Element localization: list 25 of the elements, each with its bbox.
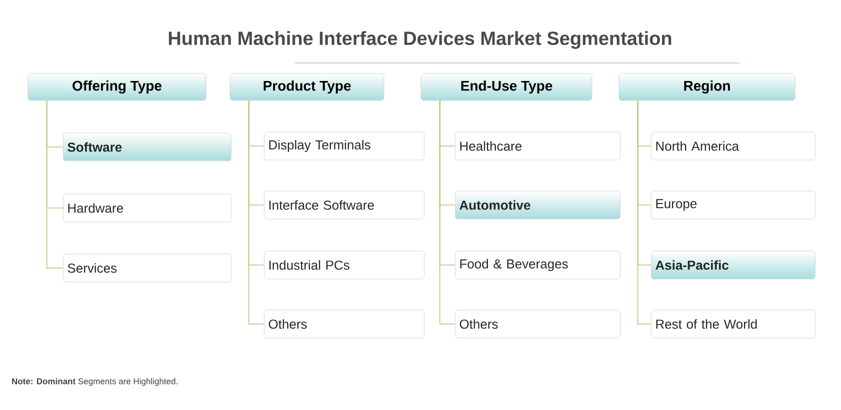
- segment-box: Interface Software: [264, 190, 424, 220]
- title: Human Machine Interface Devices Market Segmentation: [168, 31, 672, 49]
- segment-box: Rest of the World: [651, 310, 816, 338]
- segment-box: Europe: [651, 190, 816, 220]
- category-header: Offering Type: [28, 73, 206, 101]
- tree-connector: [637, 100, 652, 324]
- category-header: Product Type: [230, 73, 384, 101]
- note: Note: Dominant Segments are Highlighted.: [12, 378, 178, 386]
- segment-box: Services: [63, 254, 232, 282]
- tree-connector: [439, 100, 456, 324]
- highlighted-segment-box: Software: [63, 132, 232, 162]
- segment-box: Hardware: [63, 194, 232, 222]
- highlighted-segment-box: Automotive: [455, 190, 620, 220]
- segment-box: Others: [455, 310, 620, 338]
- category-header: Region: [618, 73, 796, 101]
- category-header: End-Use Type: [420, 73, 592, 101]
- highlighted-segment-box: Asia-Pacific: [651, 250, 816, 280]
- tree-connector: [248, 100, 264, 324]
- segment-box: Others: [264, 310, 424, 338]
- segment-box: Industrial PCs: [264, 250, 424, 280]
- segment-box: North America: [651, 132, 816, 160]
- segment-box: Display Terminals: [264, 132, 424, 160]
- tree-connector: [46, 100, 64, 268]
- segment-box: Food & Beverages: [455, 250, 620, 280]
- segment-box: Healthcare: [455, 132, 620, 160]
